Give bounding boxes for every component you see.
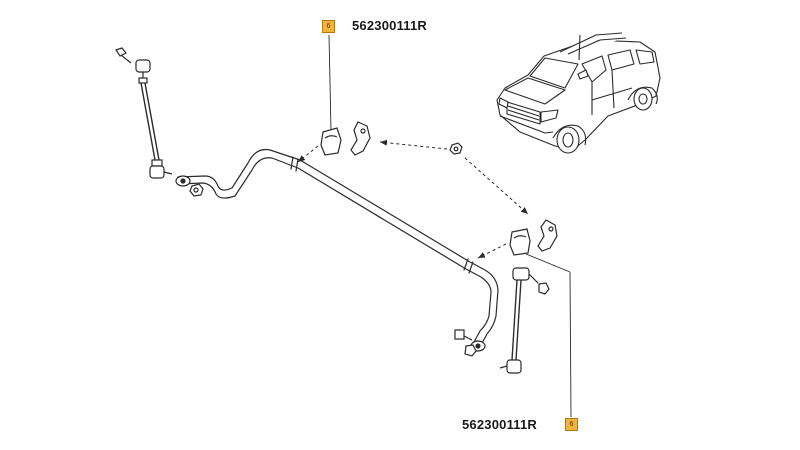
bush-lower xyxy=(509,228,531,256)
stabilizer-link-right xyxy=(454,267,550,374)
part-number-label-top: 562300111R xyxy=(352,18,428,33)
stabilizer-link-left xyxy=(115,47,173,179)
stabilizer-bar xyxy=(175,148,499,352)
leader-lines xyxy=(328,34,572,418)
clamp-lower xyxy=(537,219,558,252)
part-number-label-bottom: 562300111R xyxy=(462,417,538,432)
assembly-arrows xyxy=(297,139,529,259)
vehicle-illustration xyxy=(496,32,661,154)
callout-badge-bottom: 6 xyxy=(565,418,578,431)
callout-badge-top: 6 xyxy=(322,20,335,33)
bolt-center xyxy=(449,142,463,155)
clamp-upper xyxy=(350,121,371,156)
nut-left-lower xyxy=(189,183,204,197)
bush-upper xyxy=(320,127,342,156)
